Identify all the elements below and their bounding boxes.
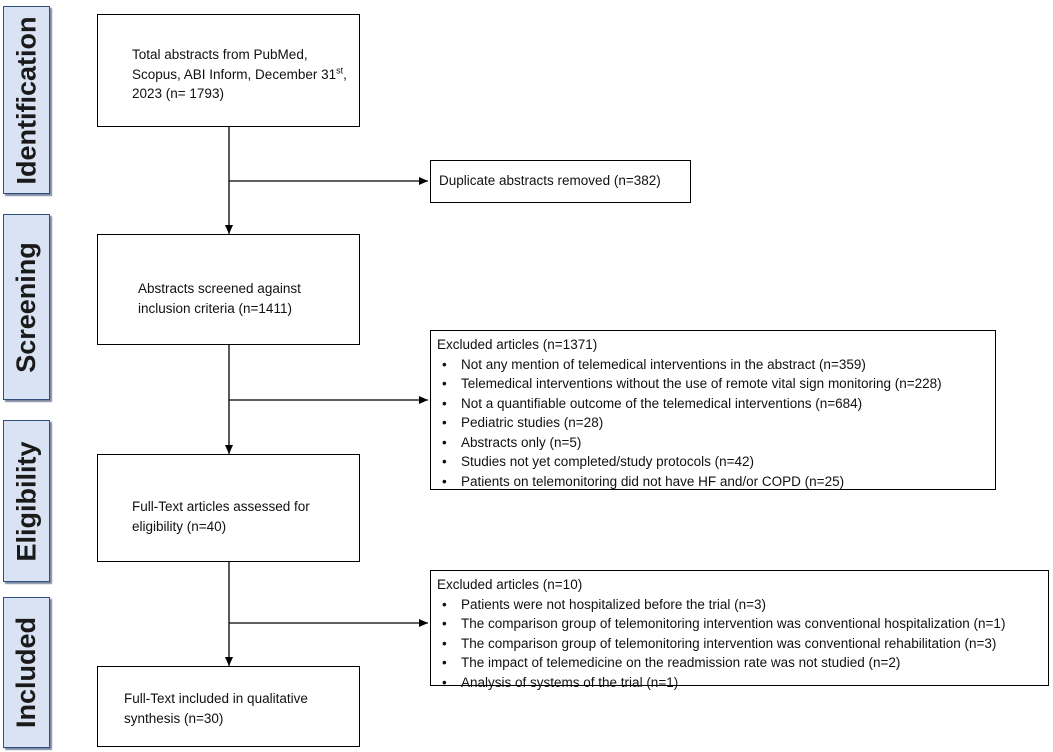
excluded1-item: Not a quantifiable outcome of the teleme… [437, 394, 987, 414]
excluded1-heading: Excluded articles (n=1371) [437, 337, 598, 352]
stage-included: Included [3, 597, 50, 748]
included-box: Full-Text included in qualitative synthe… [97, 666, 360, 747]
excluded2-item: The comparison group of telemonitoring i… [437, 614, 1040, 634]
identification-box: Total abstracts from PubMed, Scopus, ABI… [97, 14, 360, 127]
excluded1-item: Not any mention of telemedical intervent… [437, 355, 987, 375]
excluded1-item: Patients on telemonitoring did not have … [437, 472, 987, 492]
screening-box: Abstracts screened against inclusion cri… [97, 234, 360, 345]
stage-screening: Screening [3, 214, 50, 400]
screening-line1: Abstracts screened against [138, 281, 301, 296]
identification-line3: 2023 (n= 1793) [132, 86, 224, 102]
stage-eligibility: Eligibility [3, 420, 50, 582]
identification-line1: Total abstracts from PubMed, [132, 47, 308, 62]
screening-line2: inclusion criteria (n=1411) [138, 300, 292, 316]
excluded-articles-box-2: Excluded articles (n=10) Patients were n… [430, 570, 1049, 692]
excluded2-item: The impact of telemedicine on the readmi… [437, 653, 1040, 673]
excluded-articles-box-1: Excluded articles (n=1371) Not any menti… [430, 330, 996, 492]
excluded2-list: Patients were not hospitalized before th… [437, 595, 1040, 693]
excluded1-item: Telemedical interventions without the us… [437, 374, 987, 394]
excluded1-list: Not any mention of telemedical intervent… [437, 355, 987, 492]
duplicates-box: Duplicate abstracts removed (n=382) [430, 160, 691, 203]
stage-identification: Identification [3, 6, 50, 194]
eligibility-box: Full-Text articles assessed for eligibil… [97, 454, 360, 562]
excluded2-heading: Excluded articles (n=10) [437, 577, 583, 592]
duplicates-text: Duplicate abstracts removed (n=382) [439, 173, 661, 188]
excluded2-item: The comparison group of telemonitoring i… [437, 634, 1040, 654]
excluded1-item: Studies not yet completed/study protocol… [437, 452, 987, 472]
eligibility-line2: eligibility (n=40) [132, 518, 227, 534]
excluded2-item: Analysis of systems of the trial (n=1) [437, 673, 1040, 693]
eligibility-line1: Full-Text articles assessed for [132, 499, 310, 514]
included-line2: synthesis (n=30) [124, 710, 224, 726]
excluded1-item: Pediatric studies (n=28) [437, 413, 987, 433]
excluded2-item: Patients were not hospitalized before th… [437, 595, 1040, 615]
identification-line2: Scopus, ABI Inform, December 31st, [132, 65, 347, 82]
included-line1: Full-Text included in qualitative [124, 691, 308, 706]
excluded1-item: Abstracts only (n=5) [437, 433, 987, 453]
